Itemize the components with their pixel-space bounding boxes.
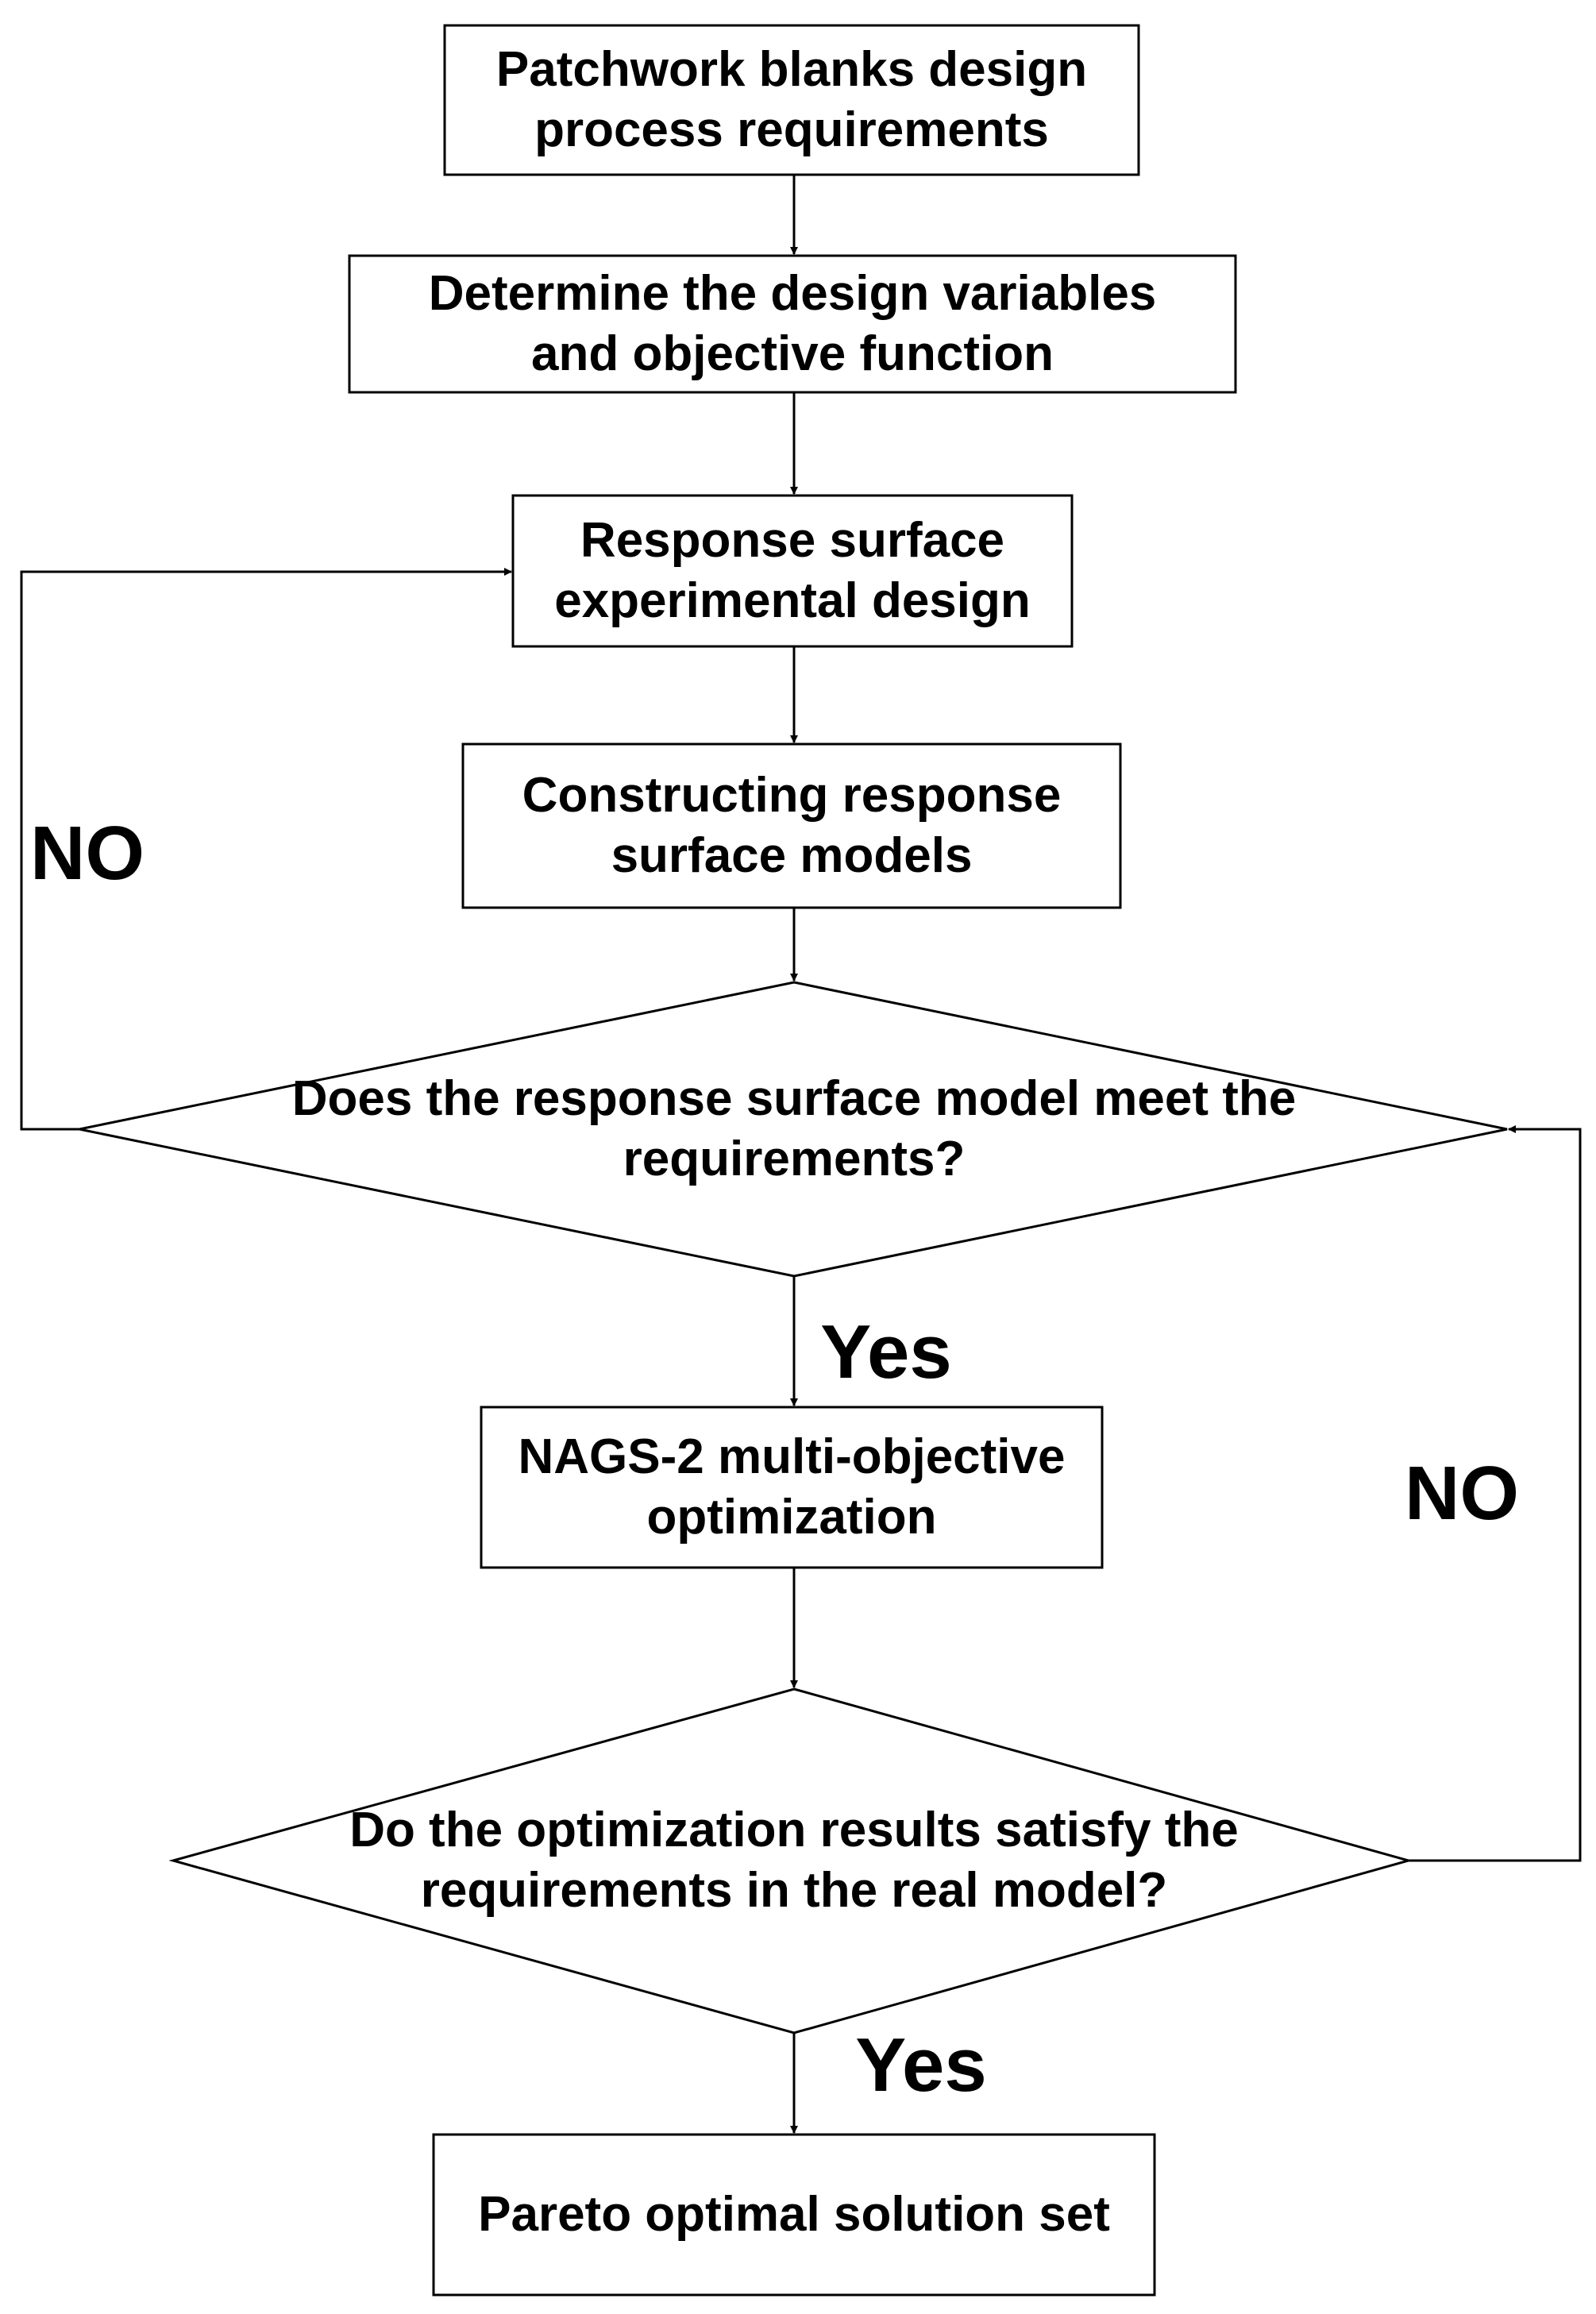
- node-decision-model-text: Does the response surface model meet the…: [291, 1071, 1297, 1186]
- edge-label-yes-2: Yes: [855, 2023, 987, 2108]
- node-pareto-text: Pareto optimal solution set: [478, 2187, 1110, 2242]
- box-rs-design: [511, 494, 1074, 648]
- edge-label-yes-1: Yes: [820, 1309, 952, 1394]
- box-pareto: [432, 2133, 1156, 2297]
- node-nags-text: NAGS-2 multi-objective optimization: [518, 1429, 1066, 1545]
- node-rs-models-text: Constructing response surface models: [522, 768, 1062, 883]
- box-rs-models: [461, 742, 1122, 909]
- box-nags: [480, 1406, 1104, 1569]
- node-rs-design-text: Response surface experimental design: [554, 513, 1031, 628]
- edge-label-no-right: NO: [1405, 1451, 1519, 1536]
- node-variables-text: Determine the design variables and objec…: [428, 266, 1157, 381]
- node-decision-real-text: Do the optimization results satisfy the …: [349, 1803, 1239, 1918]
- loop-no-left: [20, 568, 512, 1131]
- loop-no-right: [1409, 1125, 1582, 1862]
- node-start-text: Patchwork blanks design process requirem…: [495, 42, 1088, 157]
- box-start: [443, 24, 1140, 176]
- box-variables: [348, 254, 1237, 394]
- edge-label-no-left: NO: [30, 811, 145, 896]
